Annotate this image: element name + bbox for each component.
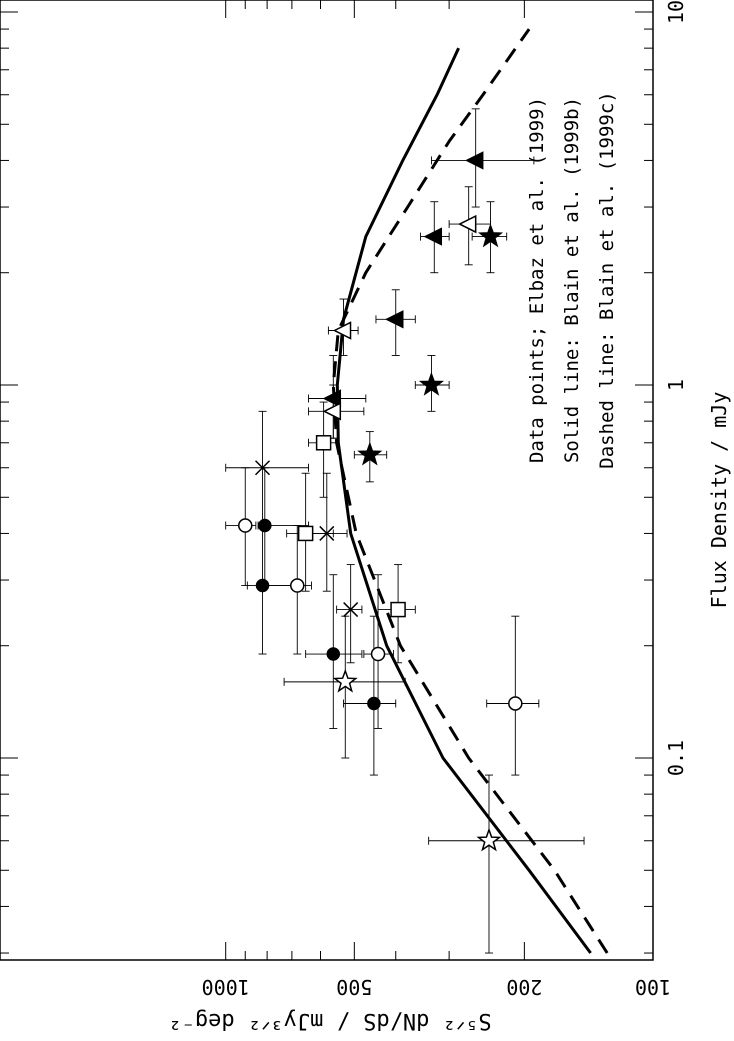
- annotation-line-1: Data points; Elbaz et al. (1999): [526, 97, 548, 463]
- open-square-marker: [297, 525, 314, 542]
- open-circle-marker: [290, 578, 305, 593]
- y-tick-label: 200: [506, 975, 542, 999]
- open-circle-marker: [238, 518, 253, 533]
- axis-ticks: [0, 0, 654, 960]
- cross-marker: [343, 602, 359, 618]
- annotation-line-2: Solid line: Blain et al. (1999b): [561, 97, 583, 463]
- filled-star-marker: [357, 441, 383, 466]
- open-square-marker: [315, 435, 332, 451]
- open-triangle-marker: [332, 321, 352, 340]
- open-triangle-marker: [322, 402, 342, 421]
- x-tick-label: 10: [664, 0, 688, 24]
- open-circle-marker: [508, 696, 523, 711]
- filled-triangle-marker: [322, 389, 342, 408]
- x-axis-label: Flux Density / mJy: [707, 392, 731, 609]
- open-circle-marker: [370, 646, 386, 662]
- data-markers: [238, 151, 523, 852]
- y-tick-label: 1000: [202, 975, 250, 999]
- plot-frame: [0, 0, 654, 961]
- filled-circle-marker: [326, 647, 341, 661]
- open-square-marker: [390, 601, 406, 618]
- x-tick-label: 1: [664, 379, 688, 391]
- open-star-marker: [332, 668, 358, 693]
- y-tick-label: 100: [635, 975, 671, 999]
- cross-marker: [319, 525, 335, 541]
- filled-star-marker: [418, 371, 445, 396]
- cross-marker: [254, 460, 271, 476]
- filled-triangle-marker: [423, 227, 443, 246]
- open-triangle-marker: [458, 214, 477, 234]
- dashed-model-curve: [331, 28, 609, 954]
- annotation-line-3: Dashed line: Blain et al. (1999c): [596, 91, 618, 469]
- filled-triangle-marker: [385, 310, 404, 329]
- x-tick-label: 0.1: [664, 740, 688, 776]
- filled-circle-marker: [255, 578, 270, 593]
- solid-model-curve: [335, 47, 592, 954]
- filled-circle-marker: [367, 696, 381, 711]
- filled-circle-marker: [258, 518, 272, 533]
- filled-triangle-marker: [465, 151, 484, 170]
- filled-star-marker: [478, 223, 504, 248]
- y-axis-label: S⁵ᐟ² dN/dS / mJy³ᐟ² deg⁻²: [168, 1008, 491, 1033]
- tick-labels: 0.1 1 10 100 200 500 1000: [202, 0, 688, 999]
- open-star-marker: [476, 827, 502, 852]
- y-tick-label: 500: [336, 975, 372, 999]
